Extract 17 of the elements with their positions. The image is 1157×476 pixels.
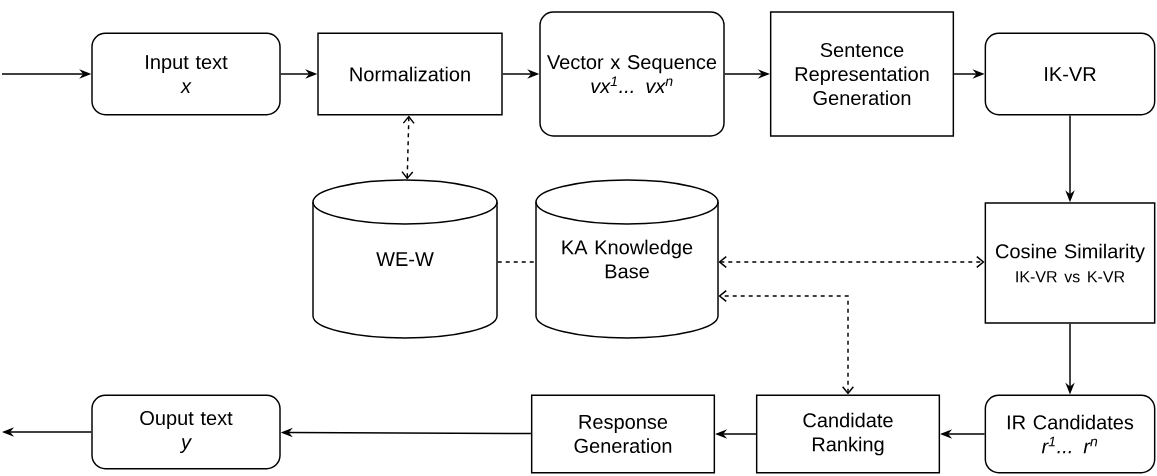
database-cylinder: WE-W [312,179,498,339]
node-label: KA Knowledge Base [562,239,693,279]
database-cylinder: KA Knowledge Base [535,179,719,339]
process-box: Response Generation [530,394,716,474]
node-label: WE-W [376,252,434,266]
arrow [401,115,415,180]
process-box: IK-VR [984,32,1156,116]
process-box: Candidate Ranking [755,394,941,474]
process-box: Sentence Representation Generation [769,11,955,137]
process-box: Normalization [317,32,503,116]
process-box: Cosine Similarity IK-VR vs K-VR [984,202,1156,324]
process-box: IR Candidates r$^{1}$... r$^{n}$ [984,394,1156,474]
arrow [718,255,985,269]
process-box: Ouput text y [91,394,281,470]
arrow [718,289,855,395]
process-box: Vector x Sequence vx$^{1}$... vx$^{n}$ [539,11,725,137]
process-box: Input text x [91,32,281,116]
